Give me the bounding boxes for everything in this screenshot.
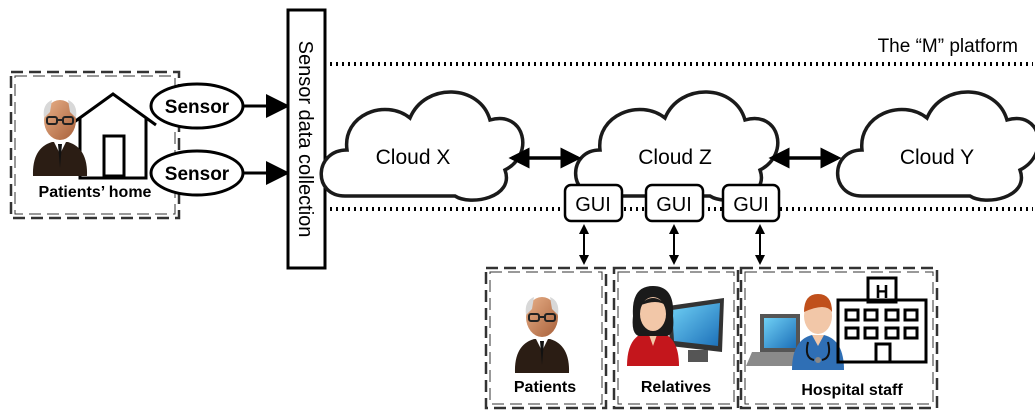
gui-label-2: GUI <box>656 194 692 216</box>
relatives-label: Relatives <box>641 379 711 396</box>
gui-label-3: GUI <box>733 194 769 216</box>
cloud-icon <box>319 90 525 202</box>
sensor-label-2: Sensor <box>165 164 230 185</box>
cloud-z-label: Cloud Z <box>638 146 712 169</box>
cloud-icon <box>574 90 780 202</box>
sensor-ellipse-1 <box>149 82 245 130</box>
cloud-x-label: Cloud X <box>376 146 451 169</box>
svg-text:H: H <box>876 282 889 302</box>
sensor-collection-box <box>286 8 327 270</box>
cloud-icon <box>836 90 1035 202</box>
platform-label: The “M” platform <box>878 36 1018 57</box>
cloud-z: Cloud Z <box>574 90 780 202</box>
relatives-dashed-box-inner <box>617 271 735 405</box>
sensor-collection-label: Sensor data collection <box>294 41 316 238</box>
sensor-ellipse-2 <box>149 149 245 197</box>
relative-icon <box>627 286 679 366</box>
relatives-dashed-box <box>612 266 740 410</box>
doctor-icon <box>792 294 844 370</box>
house-icon <box>69 92 157 180</box>
patients-dashed-box <box>484 266 608 410</box>
cloud-y-label: Cloud Y <box>900 146 974 169</box>
hospital-staff-label: Hospital staff <box>801 382 903 399</box>
hospital-building-icon: H <box>836 276 928 364</box>
hospital-dashed-box-inner <box>744 271 934 405</box>
hospital-dashed-box <box>739 266 939 410</box>
monitor-icon <box>668 298 724 362</box>
gui-box-2: GUI <box>644 183 705 223</box>
patient-icon <box>32 100 88 176</box>
home-dashed-box-inner <box>14 75 176 215</box>
patients-dashed-box-inner <box>489 271 603 405</box>
gui-box-1: GUI <box>563 183 624 223</box>
home-label: Patients’ home <box>39 184 152 201</box>
gui-label-1: GUI <box>575 194 611 216</box>
cloud-x: Cloud X <box>319 90 525 202</box>
sensor-label-1: Sensor <box>165 97 230 118</box>
gui-box-3: GUI <box>721 183 781 223</box>
patient-icon <box>514 297 570 373</box>
patients-label: Patients <box>514 379 576 396</box>
cloud-y: Cloud Y <box>836 90 1035 202</box>
home-dashed-box <box>9 70 181 220</box>
